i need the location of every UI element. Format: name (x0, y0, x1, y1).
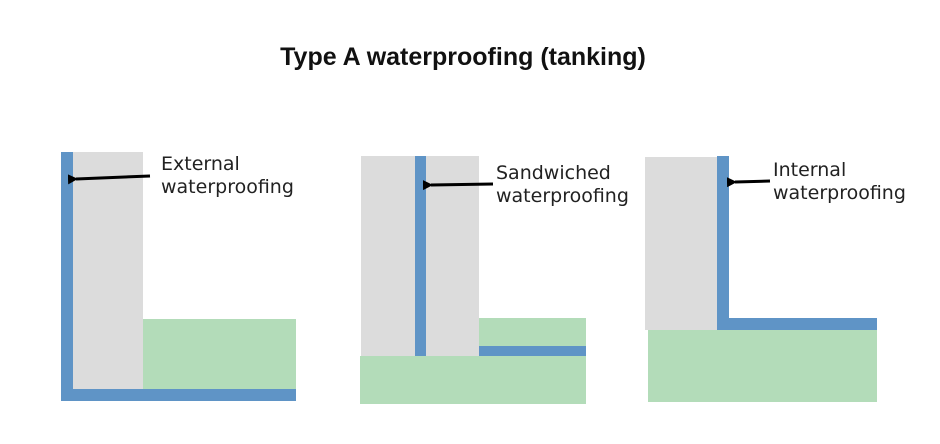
label-sandwiched: Sandwiched waterproofing (496, 162, 629, 208)
sandwiched-membrane-horizontal (479, 346, 586, 356)
internal-base (648, 330, 877, 402)
label-external: External waterproofing (161, 153, 294, 199)
label-sandwiched-line1: Sandwiched (496, 162, 611, 184)
internal-wall (645, 157, 717, 330)
panel-external (61, 152, 296, 401)
diagram-title: Type A waterproofing (tanking) (280, 43, 646, 71)
label-sandwiched-line2: waterproofing (496, 185, 629, 207)
label-external-line1: External (161, 153, 240, 175)
sandwiched-wall-inner (426, 156, 479, 356)
internal-membrane-horizontal (717, 318, 877, 330)
external-ground (143, 319, 296, 389)
sandwiched-floor-top (479, 318, 586, 346)
sandwiched-arrow (422, 180, 494, 191)
external-membrane-horizontal (61, 389, 296, 401)
external-wall (73, 152, 143, 390)
label-internal-line1: Internal (773, 159, 847, 181)
label-external-line2: waterproofing (161, 176, 294, 198)
internal-arrow (726, 177, 771, 188)
sandwiched-wall-outer (361, 156, 415, 356)
sandwiched-membrane-vertical (415, 156, 426, 356)
external-arrow (67, 174, 151, 185)
external-membrane-vertical (61, 152, 73, 401)
panel-internal (645, 156, 877, 402)
label-internal-line2: waterproofing (773, 182, 906, 204)
panel-sandwiched (360, 156, 586, 404)
internal-membrane-vertical (717, 156, 729, 330)
sandwiched-base (360, 356, 586, 404)
label-internal: Internal waterproofing (773, 159, 906, 205)
